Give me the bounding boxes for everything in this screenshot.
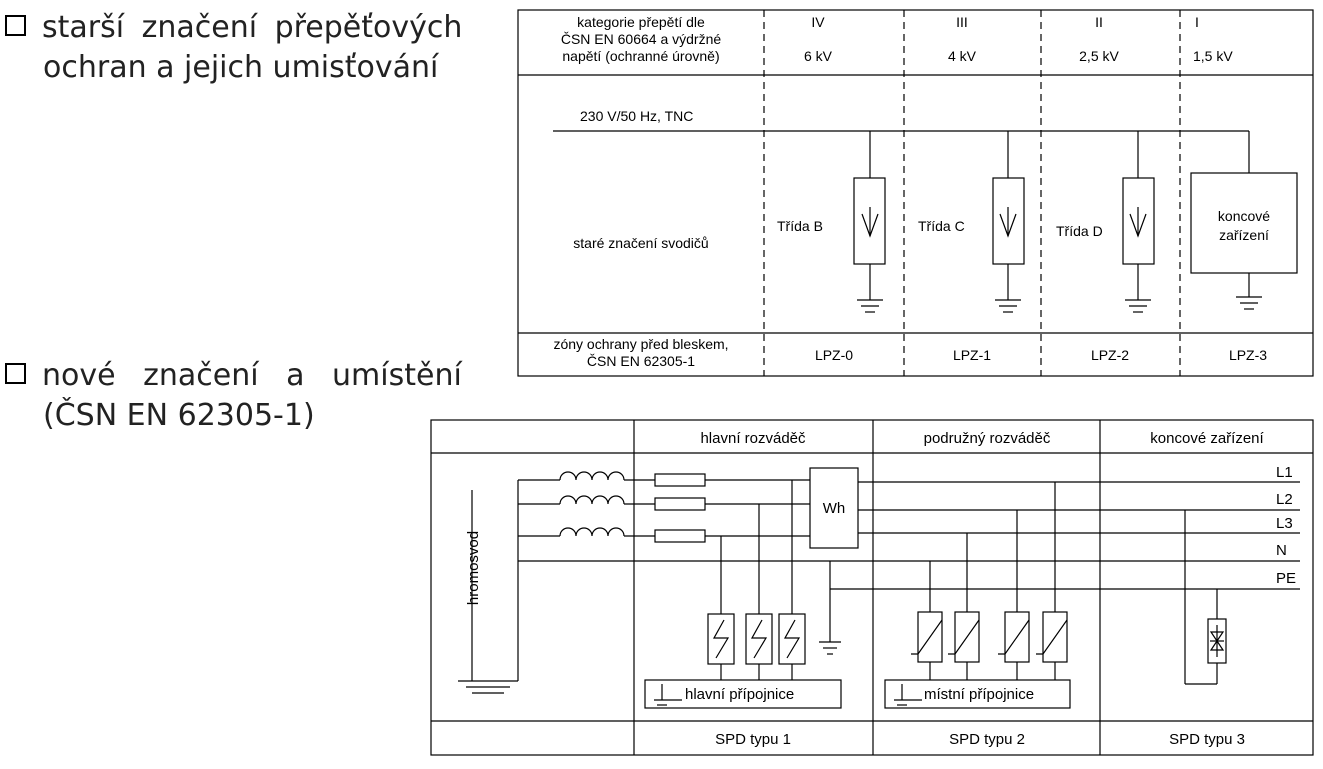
header-label-line: napětí (ochranné úrovně) xyxy=(562,48,719,64)
category-kv: 2,5 kV xyxy=(1079,48,1119,64)
conductor-label: L2 xyxy=(1276,491,1293,508)
category-roman: I xyxy=(1195,14,1199,30)
conductor-label: L3 xyxy=(1276,515,1293,532)
category-kv: 6 kV xyxy=(804,48,833,64)
header-label-line: ČSN EN 60664 a výdržné xyxy=(561,31,722,47)
checkbox-icon xyxy=(5,15,26,36)
zone-cell: LPZ-0 xyxy=(815,347,853,363)
spd-type1-group xyxy=(644,480,842,709)
spd-type-label: SPD typu 2 xyxy=(949,731,1025,748)
surge-arrester-icon xyxy=(853,131,886,313)
lightning-earth xyxy=(458,490,518,694)
column-header: koncové zařízení xyxy=(1150,430,1264,447)
supply-label: 230 V/50 Hz, TNC xyxy=(580,108,693,124)
bullet-old-marking: starší značení přepěťových ochran a jeji… xyxy=(5,8,462,88)
bus-earth-icon xyxy=(654,684,682,706)
meter-label: Wh xyxy=(823,500,846,517)
local-bus-label: místní přípojnice xyxy=(924,686,1034,703)
class-label: Třída D xyxy=(1056,223,1103,239)
varistor-icon xyxy=(911,619,1068,655)
column-header: podružný rozváděč xyxy=(924,430,1051,447)
spd-type-label: SPD typu 1 xyxy=(715,731,791,748)
old-spd-marking-diagram: kategorie přepětí dle ČSN EN 60664 a výd… xyxy=(517,9,1314,377)
end-device-label: koncové xyxy=(1218,208,1270,224)
lightning-spd-icon xyxy=(712,619,801,659)
zone-cell: LPZ-2 xyxy=(1091,347,1129,363)
surge-arrester-icon xyxy=(1122,131,1155,313)
class-label: Třída C xyxy=(918,218,965,234)
category-roman: III xyxy=(956,14,968,30)
zones-label: zóny ochrany před bleskem, xyxy=(553,336,728,352)
zones-label: ČSN EN 62305-1 xyxy=(587,353,695,369)
spd-type3-group xyxy=(1184,510,1227,685)
end-device-box xyxy=(1190,172,1298,310)
bullet-line: nové značení a umístění xyxy=(42,358,462,393)
surge-arrester-icon xyxy=(992,131,1025,313)
bullet-line: (ČSN EN 62305-1) xyxy=(43,398,315,433)
supply-conductors xyxy=(517,479,1300,681)
category-roman: IV xyxy=(811,14,825,30)
category-kv: 1,5 kV xyxy=(1193,48,1233,64)
conductor-label: L1 xyxy=(1276,464,1293,481)
bullet-new-marking: nové značení a umístění (ČSN EN 62305-1) xyxy=(5,356,462,436)
fuse-icon xyxy=(654,473,706,543)
category-kv: 4 kV xyxy=(948,48,977,64)
bullet-line: ochran a jejich umisťování xyxy=(43,50,439,85)
end-device-label: zařízení xyxy=(1219,227,1269,243)
checkbox-icon xyxy=(5,363,26,384)
conductor-label: PE xyxy=(1276,570,1296,587)
column-header: hlavní rozváděč xyxy=(700,430,806,447)
class-label: Třída B xyxy=(777,218,823,234)
lightning-rod-label: hromosvod xyxy=(465,531,482,605)
conductor-label: N xyxy=(1276,542,1287,559)
zone-cell: LPZ-1 xyxy=(953,347,991,363)
suppressor-diode-icon xyxy=(1209,625,1225,657)
main-bus-label: hlavní přípojnice xyxy=(685,686,794,703)
old-marking-label: staré značení svodičů xyxy=(573,235,708,251)
spd-type2-group xyxy=(884,482,1071,709)
header-label-line: kategorie přepětí dle xyxy=(577,14,705,30)
category-roman: II xyxy=(1095,14,1103,30)
supply-line xyxy=(553,130,1250,173)
phase-conductors xyxy=(624,479,1300,655)
bus-earth-icon xyxy=(894,684,922,706)
inductor-icon xyxy=(559,471,625,537)
bullet-line: starší značení přepěťových xyxy=(42,10,463,45)
electricity-meter xyxy=(809,467,859,549)
spd-type-label: SPD typu 3 xyxy=(1169,731,1245,748)
zone-cell: LPZ-3 xyxy=(1229,347,1267,363)
